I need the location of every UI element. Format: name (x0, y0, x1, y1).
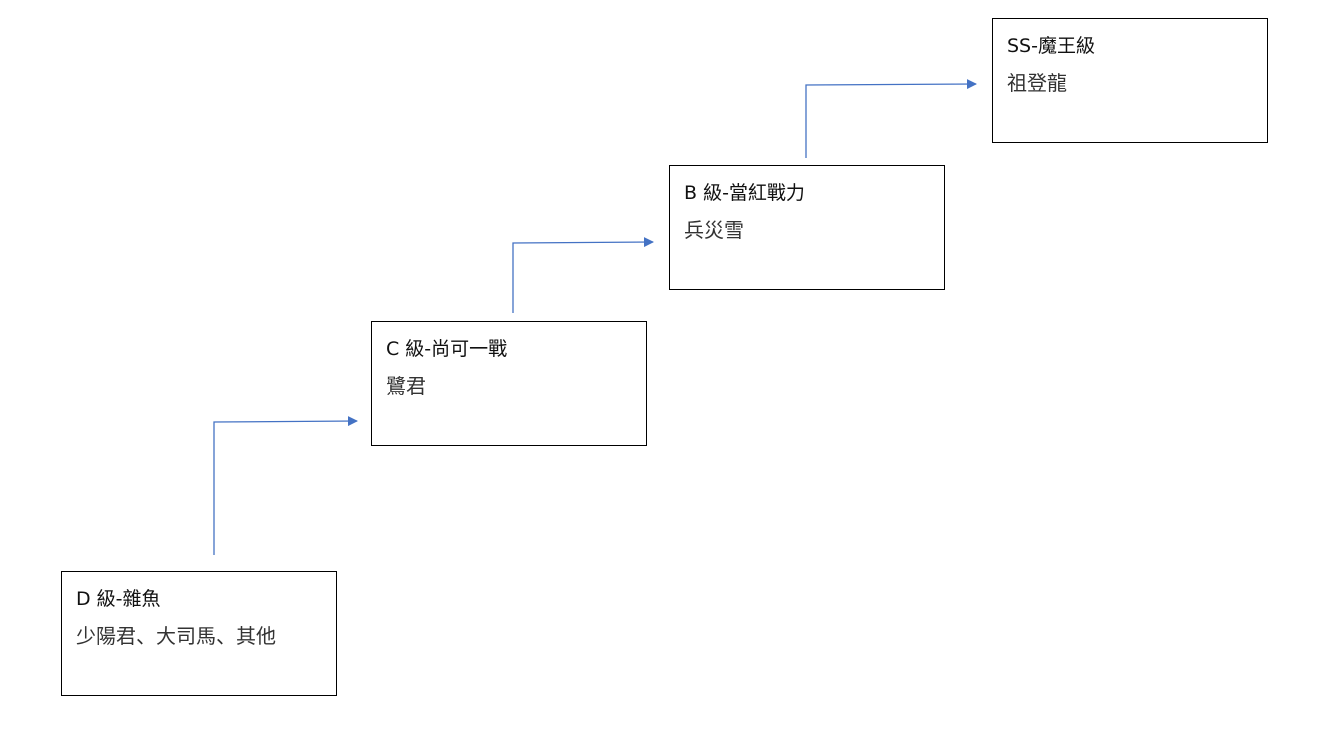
tier-box-c: C 級-尚可一戰 鷺君 (371, 321, 647, 446)
arrow-c-to-b (512, 237, 654, 313)
tier-members: 鷺君 (386, 374, 426, 398)
tier-box-ss: SS-魔王級 祖登龍 (992, 18, 1268, 143)
arrow-d-to-c (213, 416, 358, 555)
arrow-b-to-ss (805, 79, 977, 158)
tier-members: 兵災雪 (684, 218, 744, 242)
tier-title: C 級-尚可一戰 (386, 338, 508, 360)
tier-title: B 級-當紅戰力 (684, 182, 805, 204)
tier-box-d: D 級-雜魚 少陽君、大司馬、其他 (61, 571, 337, 696)
tier-members: 祖登龍 (1007, 71, 1067, 95)
tier-title: D 級-雜魚 (76, 588, 161, 610)
tier-members: 少陽君、大司馬、其他 (76, 624, 276, 648)
tier-title: SS-魔王級 (1007, 35, 1095, 57)
tier-box-b: B 級-當紅戰力 兵災雪 (669, 165, 945, 290)
